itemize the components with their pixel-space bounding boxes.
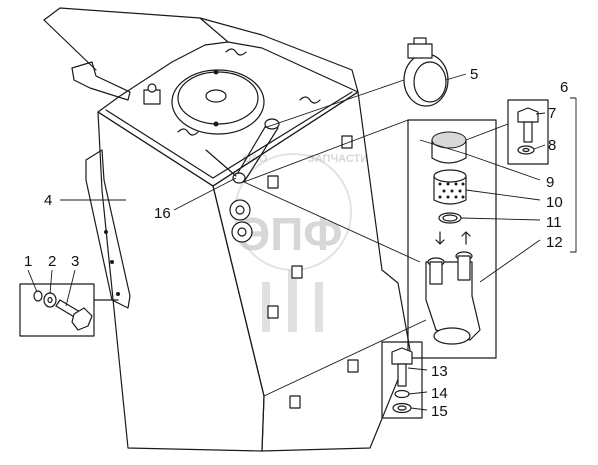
callout-15: 15 bbox=[431, 403, 448, 420]
callout-11: 11 bbox=[546, 214, 562, 231]
callout-9: 9 bbox=[546, 174, 554, 191]
callout-5: 5 bbox=[470, 66, 478, 83]
callout-14: 14 bbox=[431, 385, 448, 402]
callout-13: 13 bbox=[431, 363, 448, 380]
watermark-right-text: ЗАПЧАСТИ bbox=[308, 153, 368, 165]
filter-assembly bbox=[407, 119, 497, 359]
leader-lines bbox=[27, 73, 577, 411]
bolt-washer-group-13-15 bbox=[381, 341, 423, 419]
callout-1: 1 bbox=[24, 253, 32, 270]
watermark-wheat-icon bbox=[262, 270, 323, 332]
watermark-big-text: ЭПФ bbox=[237, 208, 342, 260]
clamp-part bbox=[403, 37, 449, 107]
callout-16: 16 bbox=[154, 205, 171, 222]
callout-3: 3 bbox=[71, 253, 79, 270]
callout-8: 8 bbox=[548, 137, 556, 154]
callout-7: 7 bbox=[548, 105, 556, 122]
callout-10: 10 bbox=[546, 194, 563, 211]
watermark: ЭПФ ОАО ЗАПЧАСТИ bbox=[234, 153, 368, 332]
bolt-washer-group-1-3 bbox=[19, 283, 119, 337]
callout-4: 4 bbox=[44, 192, 52, 209]
tank-body bbox=[43, 7, 411, 452]
callout-2: 2 bbox=[48, 253, 56, 270]
callout-6: 6 bbox=[560, 79, 568, 96]
callout-labels: 1 2 3 4 5 6 7 8 9 10 11 12 13 14 15 16 bbox=[24, 66, 568, 420]
callout-12: 12 bbox=[546, 234, 563, 251]
bolt-washer-group-7-8 bbox=[507, 99, 549, 165]
